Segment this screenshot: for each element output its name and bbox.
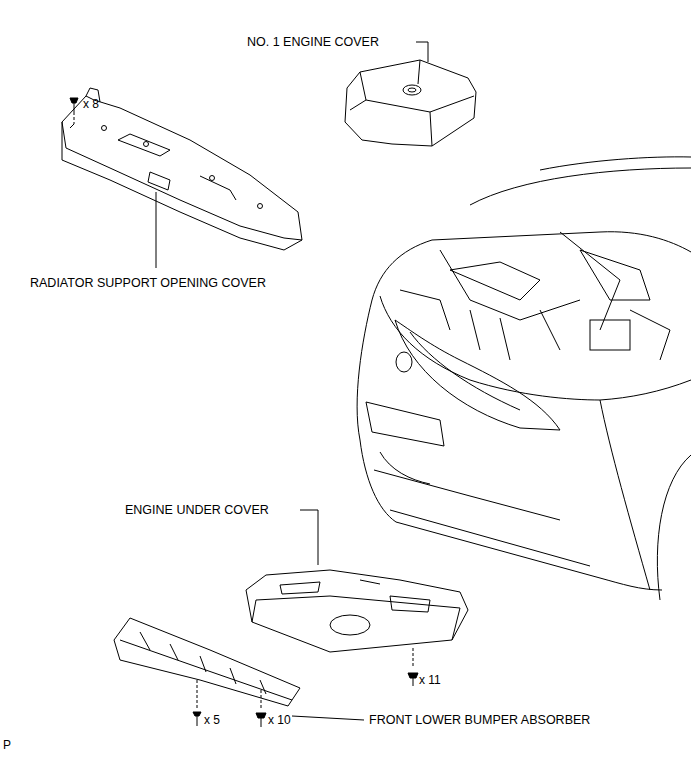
vehicle-front-drawing (357, 157, 691, 600)
quantity-callout: x 8 (83, 97, 99, 111)
quantity-callout: x 11 (419, 673, 441, 687)
leader-line (300, 510, 318, 565)
quantity-callout: x 10 (268, 713, 291, 727)
bolt-symbol (256, 690, 266, 727)
clip-symbol (70, 98, 78, 124)
part-name: RADIATOR SUPPORT OPENING COVER (30, 276, 266, 290)
leader-line (156, 192, 157, 268)
part-name: FRONT LOWER BUMPER ABSORBER (369, 713, 590, 727)
engine-cover-drawing (345, 60, 476, 146)
bolt-symbol (408, 648, 418, 686)
bumper-absorber-drawing (114, 618, 300, 706)
leader-line (292, 716, 364, 720)
radiator-cover-drawing (62, 88, 302, 250)
engine-under-cover-drawing (246, 570, 468, 652)
part-name: ENGINE UNDER COVER (125, 503, 269, 517)
part-name: NO. 1 ENGINE COVER (247, 35, 379, 49)
leader-line (416, 42, 428, 62)
quantity-callout: x 5 (204, 713, 220, 727)
clip-symbol (193, 680, 201, 726)
figure-code: P (3, 738, 11, 752)
